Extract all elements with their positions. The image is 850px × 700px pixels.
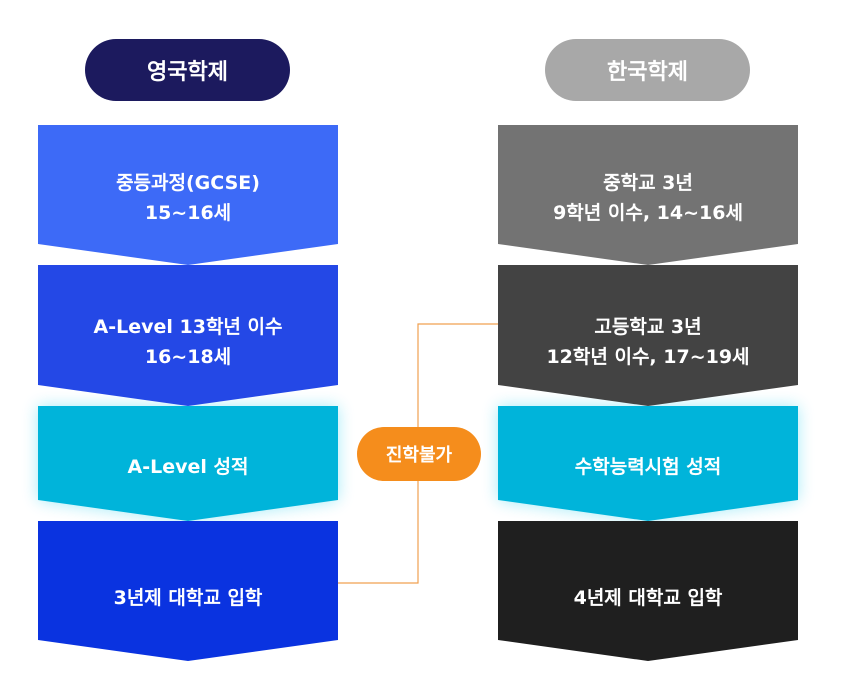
uk-step-4: [38, 521, 338, 661]
uk-system-title: 영국학제: [85, 39, 290, 101]
kr-step-4-label: 4년제 대학교 입학: [573, 587, 723, 609]
kr-step-3-label: 수학능력시험 성적: [574, 456, 722, 478]
kr-step-3: [498, 406, 798, 521]
uk-step-3-label: A-Level 성적: [127, 456, 249, 478]
uk-step-1-label: 중등과정(GCSE)15~16세: [116, 172, 260, 224]
not-eligible-badge: 진학불가: [357, 427, 481, 481]
kr-system-title: 한국학제: [545, 39, 750, 101]
kr-step-4: [498, 521, 798, 661]
uk-step-2: [38, 265, 338, 406]
uk-step-3: [38, 406, 338, 521]
uk-step-4-label: 3년제 대학교 입학: [113, 587, 263, 609]
kr-step-2: [498, 265, 798, 406]
kr-step-1: [498, 125, 798, 265]
uk-step-1: [38, 125, 338, 265]
